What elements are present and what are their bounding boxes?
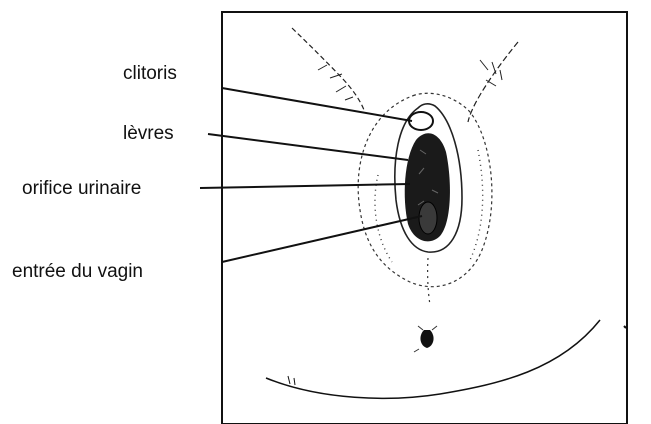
- outer-labia-right-dots: [470, 150, 483, 260]
- label-clitoris: clitoris: [123, 64, 177, 83]
- buttocks-curve: [266, 320, 600, 398]
- groin-line-right: [468, 42, 518, 122]
- perineum-line: [428, 258, 430, 305]
- label-entree-du-vagin: entrée du vagin: [12, 262, 143, 281]
- leader-line-orifice-urinaire: [200, 184, 410, 188]
- buttocks-tick: [288, 376, 295, 385]
- hair-strokes-left: [318, 65, 353, 100]
- outer-labia-left-dots: [375, 175, 392, 262]
- leader-line-entree-vagin: [222, 216, 422, 262]
- groin-line-left: [292, 28, 364, 110]
- hair-strokes-right: [480, 60, 502, 86]
- thigh-dot: [624, 326, 626, 328]
- anus-shape: [420, 330, 433, 348]
- label-levres: lèvres: [123, 124, 174, 143]
- leader-line-levres: [208, 134, 408, 160]
- label-orifice-urinaire: orifice urinaire: [22, 179, 141, 198]
- vaginal-opening: [419, 202, 437, 234]
- leader-line-clitoris: [222, 88, 412, 121]
- clitoris-shape: [409, 112, 433, 130]
